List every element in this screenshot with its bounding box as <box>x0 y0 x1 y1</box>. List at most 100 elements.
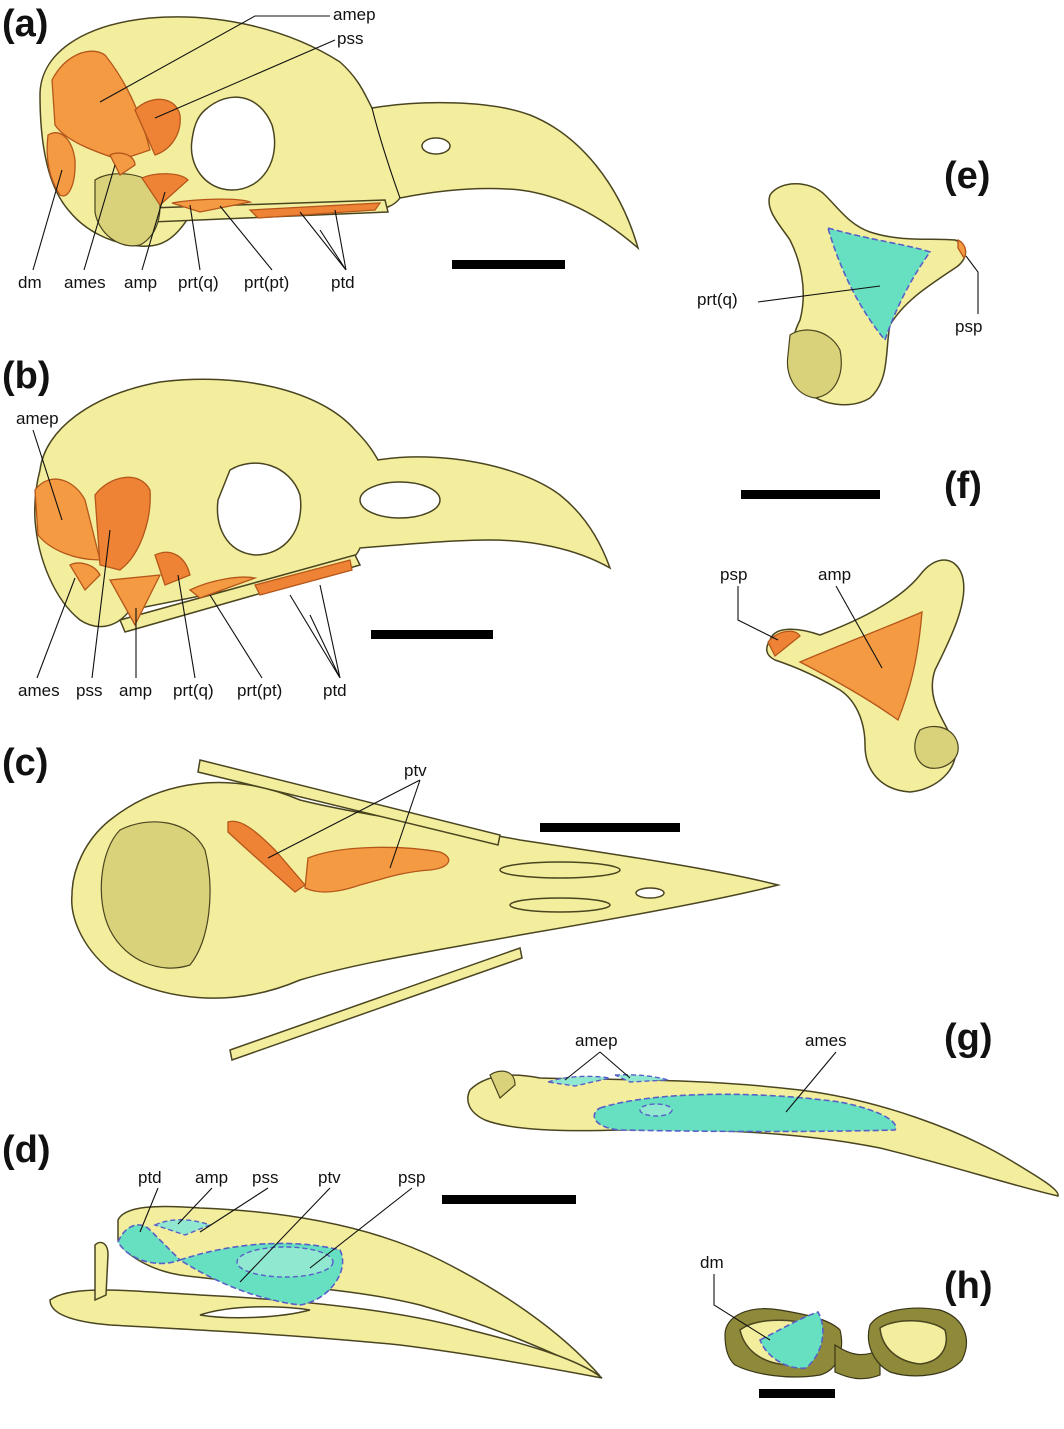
panel-f: (f) psp amp <box>720 465 982 793</box>
panel-g-leader-amep <box>564 1051 631 1081</box>
panel-d-leader-ptv <box>239 1187 331 1283</box>
panel-b-ann-prtpt: prt(pt) <box>237 681 282 700</box>
panel-b-ann-prtq: prt(q) <box>173 681 214 700</box>
panel-g-process <box>489 1070 516 1099</box>
panel-g-ann-ames: ames <box>805 1031 847 1050</box>
panel-h: (h) dm <box>700 1253 993 1398</box>
panel-g-mandible <box>467 1074 1059 1197</box>
panel-e-ann-psp: psp <box>955 317 982 336</box>
panel-b-muscle-amp <box>108 574 162 627</box>
panel-b-leader-pss <box>91 529 111 679</box>
panel-a-leader-ptd <box>299 209 347 271</box>
panel-a-ann-ptd: ptd <box>331 273 355 292</box>
panel-a-leader-prtq <box>189 204 201 271</box>
panel-d-leader-psp <box>309 1187 413 1269</box>
panel-a-ann-amp: amp <box>124 273 157 292</box>
panel-f-label: (f) <box>944 465 982 507</box>
panel-e-label: (e) <box>944 155 990 197</box>
panel-d: (d) ptd amp pss ptv psp <box>2 1129 603 1379</box>
panel-a-nostril <box>421 137 451 155</box>
panel-b-muscle-prtpt <box>188 576 258 599</box>
panel-a: (a) amep pss dm ames amp prt(q) prt(pt) … <box>2 3 640 292</box>
panel-d-leader-ptd <box>139 1187 159 1233</box>
panel-b-ann-pss: pss <box>76 681 102 700</box>
panel-b-leader-ptd <box>289 584 341 679</box>
panel-a-leader-ames <box>83 164 116 271</box>
panel-c-leader-ptv <box>267 779 421 869</box>
panel-a-leader-prtpt <box>219 205 273 271</box>
panel-d-mandible-lower <box>49 1289 603 1379</box>
panel-g-label: (g) <box>944 1017 993 1059</box>
panel-f-leader-psp <box>737 586 779 641</box>
panel-c-palate-2 <box>509 897 611 913</box>
panel-b-muscle-pss <box>94 476 151 571</box>
panel-d-leader-amp <box>177 1187 213 1225</box>
panel-h-label: (h) <box>944 1265 993 1307</box>
panel-a-orbit <box>190 96 276 191</box>
panel-d-ann-psp: psp <box>398 1168 425 1187</box>
panel-d-ann-amp: amp <box>195 1168 228 1187</box>
panel-a-beak-hinge <box>371 107 401 199</box>
panel-e-condyle <box>786 329 842 399</box>
panel-a-label: (a) <box>2 3 48 45</box>
panel-c-label: (c) <box>2 742 48 784</box>
panel-c-foramen <box>635 887 665 899</box>
panel-c-jugal-top <box>197 759 501 846</box>
panel-b-ann-ames: ames <box>18 681 60 700</box>
panel-b-label: (b) <box>2 355 51 397</box>
panel-c-scale-bar <box>540 823 680 832</box>
panel-a-ann-prtq: prt(q) <box>178 273 219 292</box>
panel-c-palate-1 <box>499 861 621 879</box>
panel-d-label: (d) <box>2 1129 51 1171</box>
panel-f-condyle <box>914 725 959 769</box>
panel-f-ann-psp: psp <box>720 565 747 584</box>
panel-g-ann-amep: amep <box>575 1031 618 1050</box>
panel-a-leader-dm <box>32 169 63 271</box>
panel-d-ann-ptd: ptd <box>138 1168 162 1187</box>
panel-h-scale-bar <box>759 1389 835 1398</box>
panel-a-muscle-pss <box>134 98 181 156</box>
panel-d-insertion-psp <box>236 1246 334 1278</box>
panel-d-ann-ptv: ptv <box>318 1168 341 1187</box>
panel-b: (b) amep ames pss amp prt(q) prt(pt) ptd <box>2 355 612 700</box>
panel-c-jugal-bottom <box>229 947 523 1061</box>
panel-b-leader-amep <box>32 429 63 521</box>
panel-g-insertion-ames <box>593 1093 897 1133</box>
panel-g-leader-ames <box>785 1051 837 1113</box>
panel-e-leader-prtq <box>757 285 881 303</box>
panel-c-muscle-ptv-1 <box>227 820 306 893</box>
panel-h-symphysis <box>834 1343 881 1380</box>
panel-a-leader-amp <box>141 191 166 271</box>
panel-b-leader-ames <box>36 577 76 679</box>
panel-b-muscle-ames <box>69 562 101 592</box>
panel-a-muscle-amp <box>141 173 189 206</box>
panel-a-leader-pss <box>154 39 336 119</box>
panel-a-leader-amep <box>99 15 330 103</box>
panel-f-origin-psp <box>767 630 801 658</box>
panel-h-ann-dm: dm <box>700 1253 724 1272</box>
panel-a-muscle-dm <box>46 132 76 197</box>
panel-a-muscle-ptd <box>248 202 382 219</box>
panel-h-insertion-dm <box>758 1311 824 1369</box>
panel-b-muscle-prt <box>154 551 191 586</box>
panel-a-scale-bar <box>452 260 565 269</box>
panel-a-ann-ames: ames <box>64 273 106 292</box>
panel-d-process <box>94 1241 109 1302</box>
panel-g: (g) amep ames <box>467 1017 1059 1197</box>
panel-g-insertion-amep-1 <box>547 1075 611 1087</box>
panel-d-ann-pss: pss <box>252 1168 278 1187</box>
panel-c-muscle-ptv-2 <box>304 846 450 893</box>
panel-e-insertion-prtq <box>826 226 932 342</box>
panel-h-right-facet <box>879 1320 947 1365</box>
panel-a-muscle-ames <box>109 152 136 176</box>
panel-e-insertion-psp <box>957 238 967 260</box>
panel-c: (c) ptv <box>2 742 781 1061</box>
panel-b-ann-ptd: ptd <box>323 681 347 700</box>
panel-b-ann-amp: amp <box>119 681 152 700</box>
panel-b-nostril <box>359 481 441 519</box>
panel-a-muscle-amep <box>51 50 151 161</box>
panel-f-leader-amp <box>835 585 883 669</box>
panel-e-ann-prtq: prt(q) <box>697 290 738 309</box>
